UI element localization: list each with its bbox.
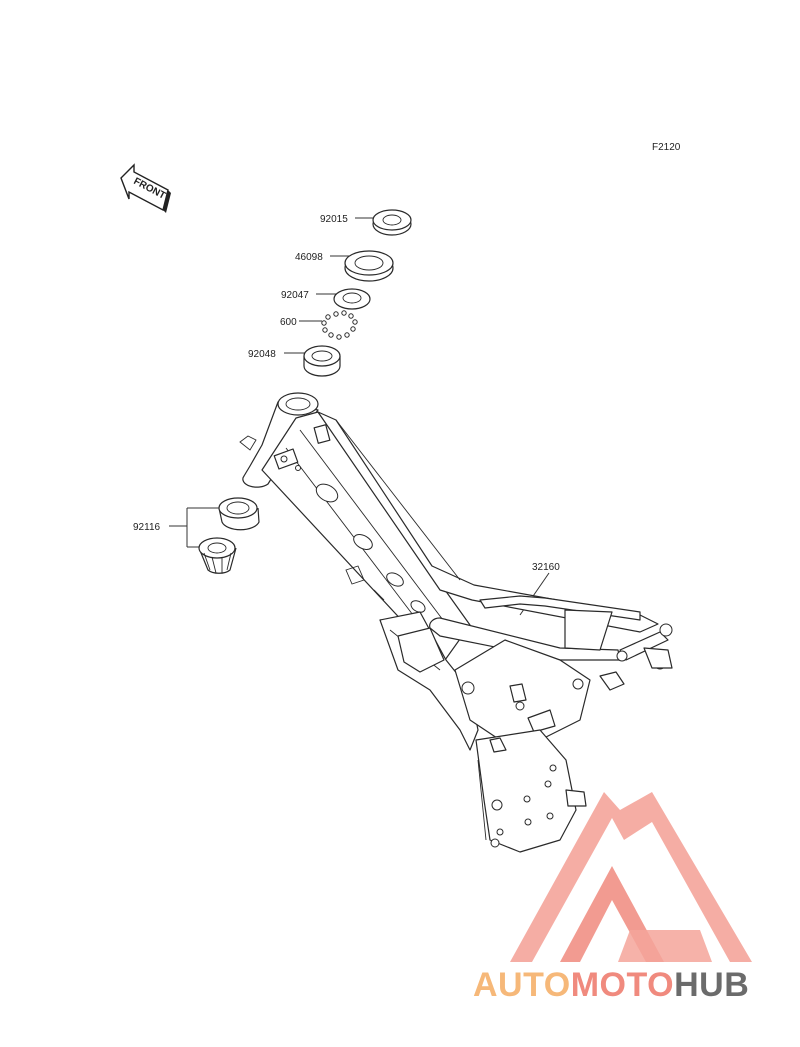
label-92015: 92015 <box>320 214 348 225</box>
part-92116-bearing <box>198 537 237 574</box>
callout-92048: 92048 <box>248 349 308 360</box>
label-92047: 92047 <box>281 290 309 301</box>
callout-600: 600 <box>280 317 322 328</box>
label-92048: 92048 <box>248 349 276 360</box>
label-46098: 46098 <box>295 252 323 263</box>
label-32160: 32160 <box>532 562 560 573</box>
part-600-balls <box>321 310 358 340</box>
part-46098-race <box>344 250 394 282</box>
watermark-part2: MOTO <box>571 966 674 1004</box>
callout-92015: 92015 <box>320 214 378 225</box>
watermark-part1: AUTO <box>473 966 571 1004</box>
watermark-part3: HUB <box>674 966 749 1004</box>
watermark-text: AUTOMOTOHUB <box>473 966 749 1004</box>
watermark-logo <box>510 792 752 962</box>
part-92015-seal <box>372 209 412 236</box>
front-arrow-icon: FRONT <box>120 163 171 213</box>
label-92116: 92116 <box>133 522 161 533</box>
part-92047-race <box>333 288 371 310</box>
part-92116-race <box>218 497 260 531</box>
diagram-code: F2120 <box>652 142 681 153</box>
callout-92116: 92116 <box>133 507 220 548</box>
part-92048-race <box>303 345 341 377</box>
callout-92047: 92047 <box>281 290 339 301</box>
label-600: 600 <box>280 317 297 328</box>
part-32160-frame <box>239 392 673 853</box>
